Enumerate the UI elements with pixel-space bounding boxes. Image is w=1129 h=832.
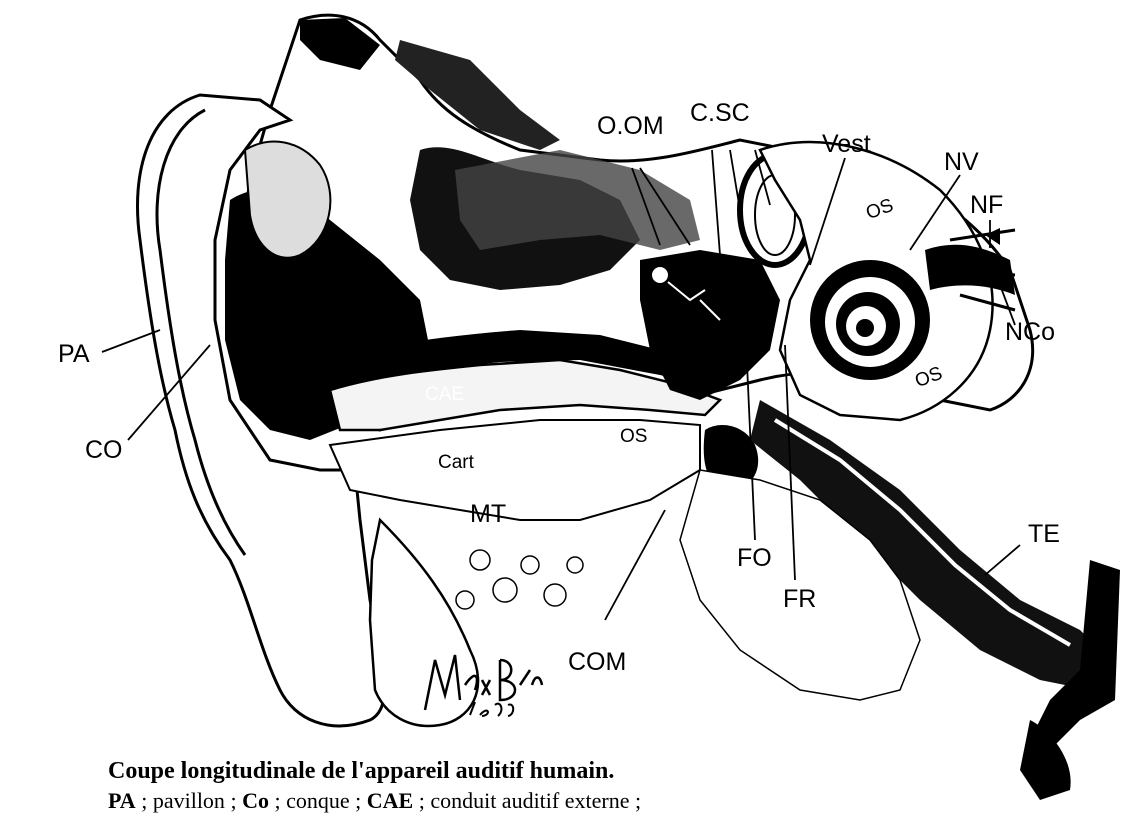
legend-abbr: Co xyxy=(242,788,269,813)
leader-te xyxy=(985,545,1020,575)
leader-pa xyxy=(102,330,160,352)
legend-sep: ; xyxy=(413,788,430,813)
label-fo: FO xyxy=(737,546,772,571)
label-cae: CAE xyxy=(425,385,464,404)
legend-term: pavillon xyxy=(153,788,225,813)
cochlea-apex xyxy=(856,319,874,337)
label-nv: NV xyxy=(944,150,979,175)
legend-end: ; xyxy=(629,788,641,813)
legend-term: conduit auditif externe xyxy=(430,788,629,813)
figure-caption: Coupe longitudinale de l'appareil auditi… xyxy=(108,756,641,816)
label-os-middle: OS xyxy=(620,427,647,446)
label-cart: Cart xyxy=(438,453,474,472)
label-com: COM xyxy=(568,650,626,675)
legend-end: ; xyxy=(225,788,242,813)
label-vest: Vest xyxy=(822,132,871,157)
legend-abbr: CAE xyxy=(367,788,413,813)
legend-term: conque xyxy=(286,788,350,813)
caption-title: Coupe longitudinale de l'appareil auditi… xyxy=(108,756,641,786)
leader-com xyxy=(605,510,665,620)
label-oom: O.OM xyxy=(597,114,664,139)
caption-legend: PA ; pavillon ; Co ; conque ; CAE ; cond… xyxy=(108,786,641,816)
legend-end: ; xyxy=(350,788,367,813)
label-nf: NF xyxy=(970,193,1003,218)
mastoid-air-cells xyxy=(456,550,583,609)
legend-abbr: PA xyxy=(108,788,136,813)
legend-sep: ; xyxy=(136,788,153,813)
label-csc: C.SC xyxy=(690,101,750,126)
legend-sep: ; xyxy=(269,788,286,813)
label-co: CO xyxy=(85,438,123,463)
label-te: TE xyxy=(1028,522,1060,547)
label-mt: MT xyxy=(470,502,506,527)
label-pa: PA xyxy=(58,342,90,367)
label-fr: FR xyxy=(783,587,816,612)
label-nco: NCo xyxy=(1005,320,1055,345)
artist-signature xyxy=(420,640,550,720)
